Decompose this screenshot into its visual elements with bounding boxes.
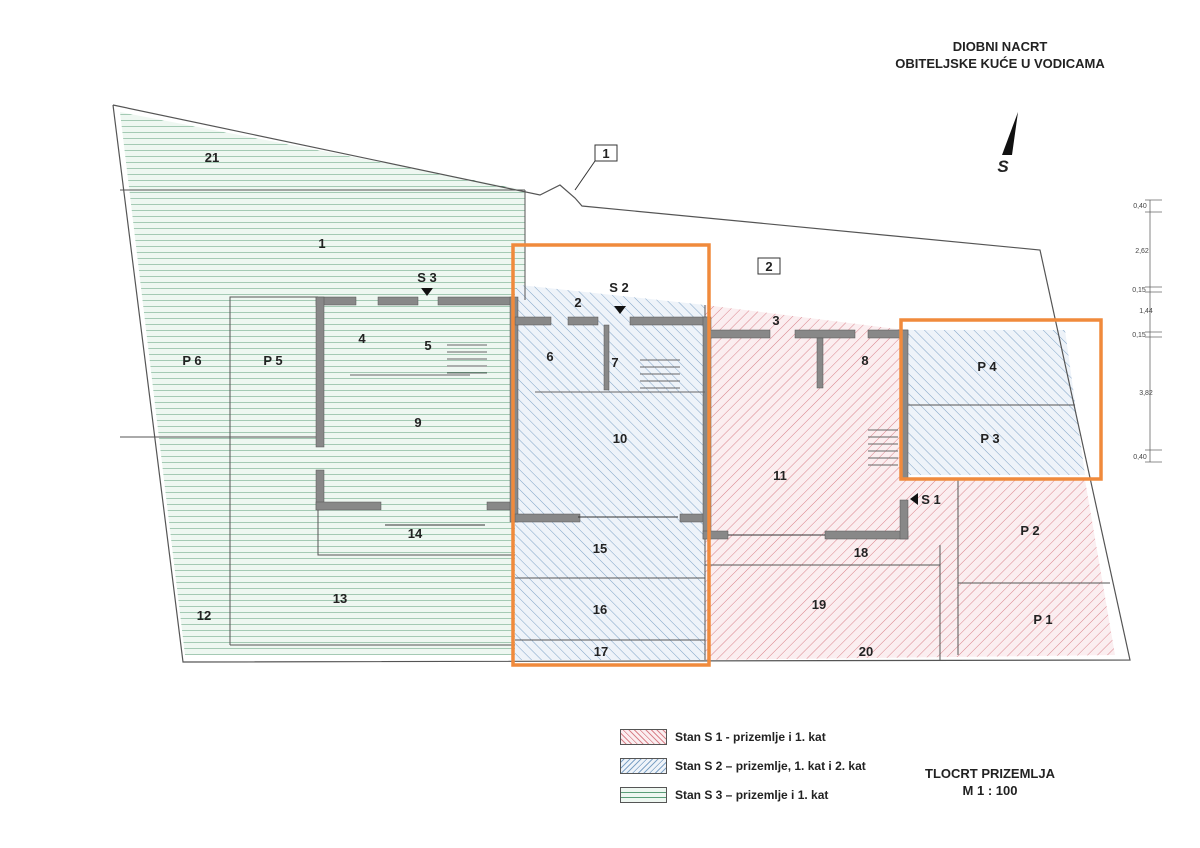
- drawing-title: DIOBNI NACRT OBITELJSKE KUĆE U VODICAMA: [860, 38, 1140, 72]
- stairs: [350, 344, 898, 536]
- zone-s2: [515, 285, 705, 660]
- parking-p6: P 6: [182, 353, 201, 368]
- north-arrow-icon: [1002, 112, 1018, 155]
- zone-s2-parking: [905, 330, 1085, 475]
- north-label: S: [997, 157, 1009, 176]
- room-7: 7: [611, 355, 618, 370]
- legend-swatch-s3: [620, 786, 667, 803]
- entrance-s1: S 1: [921, 492, 941, 507]
- room-10: 10: [613, 431, 627, 446]
- room-4: 4: [358, 331, 366, 346]
- room-16: 16: [593, 602, 607, 617]
- room-6: 6: [546, 349, 553, 364]
- plan-scale: M 1 : 100: [962, 783, 1018, 798]
- plan-caption: TLOCRT PRIZEMLJA M 1 : 100: [900, 765, 1080, 799]
- room-14: 14: [408, 526, 423, 541]
- dim-2: 2,62: [1135, 248, 1149, 255]
- title-line-1: DIOBNI NACRT: [952, 39, 1048, 54]
- entrance-s3: S 3: [417, 270, 437, 285]
- parking-p1: P 1: [1033, 612, 1052, 627]
- room-5: 5: [424, 338, 431, 353]
- legend-swatch-s1: [620, 728, 667, 745]
- room-11: 11: [773, 468, 787, 483]
- room-21: 21: [205, 150, 219, 165]
- parking-p3: P 3: [980, 431, 999, 446]
- title-line-2: OBITELJSKE KUĆE U VODICAMA: [895, 56, 1105, 71]
- room-8: 8: [861, 353, 868, 368]
- room-3: 3: [772, 313, 779, 328]
- zone-s1: [705, 305, 1115, 660]
- legend: Stan S 1 - prizemlje i 1. kat Stan S 2 –…: [620, 722, 866, 809]
- parking-p2: P 2: [1020, 523, 1039, 538]
- room-19: 19: [812, 597, 826, 612]
- legend-item-s1: Stan S 1 - prizemlje i 1. kat: [620, 722, 866, 751]
- room-labels: 21 1 2 3 4 5 6 7 8 9 10 11 12 13 14 15 1…: [182, 150, 1052, 659]
- walls: [315, 296, 909, 540]
- legend-label: Stan S 3 – prizemlje i 1. kat: [675, 787, 829, 802]
- dim-4: 1,44: [1139, 308, 1153, 315]
- legend-item-s3: Stan S 3 – prizemlje i 1. kat: [620, 780, 866, 809]
- room-18: 18: [854, 545, 868, 560]
- dim-1: 0,40: [1133, 203, 1147, 210]
- room-2: 2: [574, 295, 581, 310]
- marker-1: 1: [602, 146, 609, 161]
- room-9: 9: [414, 415, 421, 430]
- dim-3: 0,15: [1132, 287, 1146, 294]
- room-13: 13: [333, 591, 347, 606]
- parking-p4: P 4: [977, 359, 997, 374]
- room-20: 20: [859, 644, 873, 659]
- legend-label: Stan S 2 – prizemlje, 1. kat i 2. kat: [675, 758, 866, 773]
- room-15: 15: [593, 541, 607, 556]
- plan-name: TLOCRT PRIZEMLJA: [925, 766, 1055, 781]
- room-1: 1: [318, 236, 325, 251]
- legend-label: Stan S 1 - prizemlje i 1. kat: [675, 729, 826, 744]
- plot-boundary: [112, 104, 1131, 663]
- highlight-s2-block: [511, 243, 711, 667]
- entrance-s2: S 2: [609, 280, 629, 295]
- marker-2: 2: [765, 259, 772, 274]
- highlight-parking: [899, 318, 1103, 481]
- dimension-chain: [1145, 199, 1162, 463]
- dim-6: 3,82: [1139, 390, 1153, 397]
- legend-item-s2: Stan S 2 – prizemlje, 1. kat i 2. kat: [620, 751, 866, 780]
- legend-swatch-s2: [620, 757, 667, 774]
- parking-p5: P 5: [263, 353, 282, 368]
- room-12: 12: [197, 608, 211, 623]
- room-17: 17: [594, 644, 608, 659]
- dim-5: 0,15: [1132, 332, 1146, 339]
- dim-7: 0,40: [1133, 454, 1147, 461]
